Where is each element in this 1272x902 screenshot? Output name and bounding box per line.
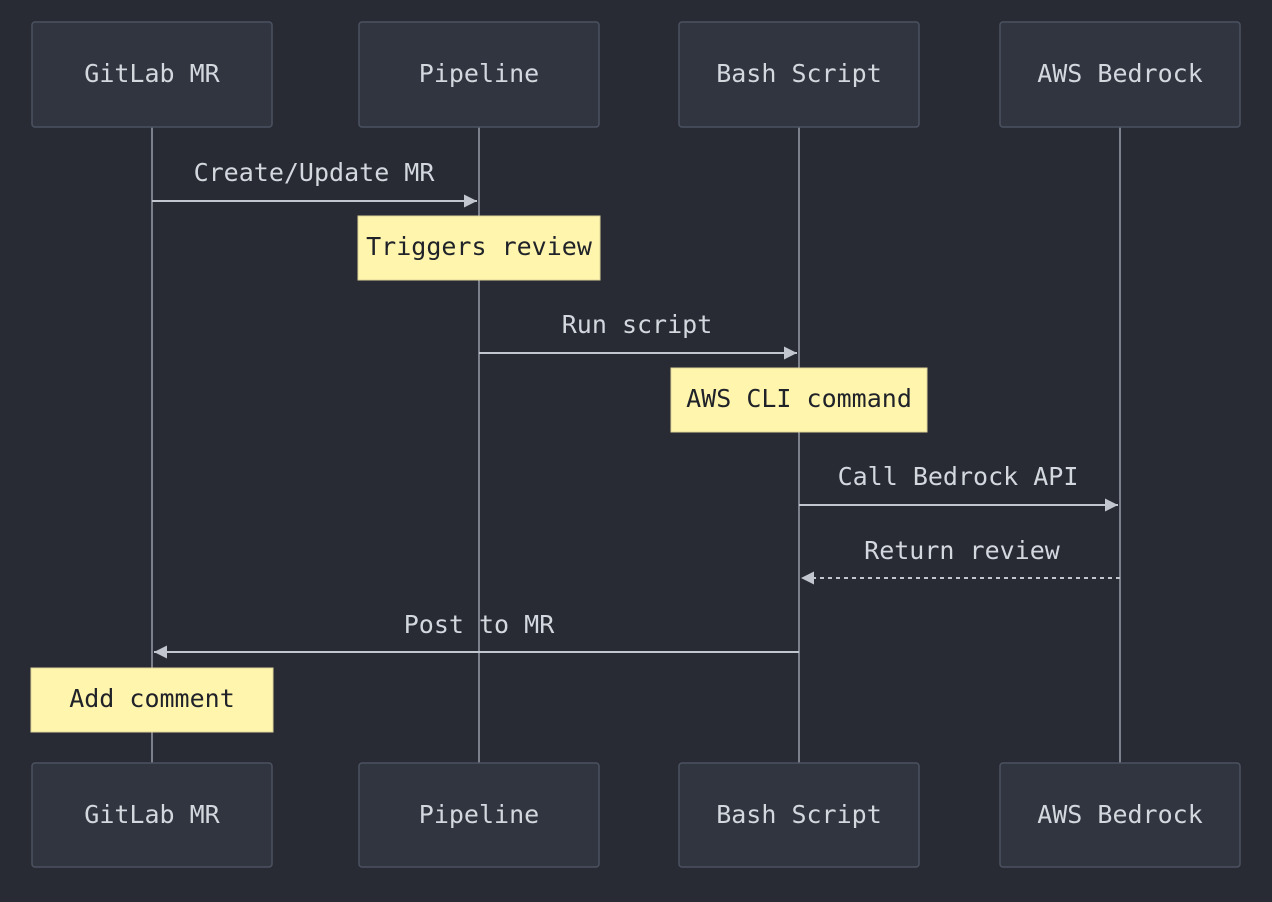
note-label: Triggers review [366,232,593,261]
message-label: Create/Update MR [194,158,436,187]
note-triggers-review: Triggers review [357,215,601,281]
actor-label: Bash Script [716,59,882,88]
actor-bedrock-top: AWS Bedrock [999,21,1241,128]
actor-label: AWS Bedrock [1037,800,1203,829]
actor-gitlab-top: GitLab MR [31,21,273,128]
note-label: AWS CLI command [686,384,912,413]
actor-bash-top: Bash Script [678,21,920,128]
actor-pipeline-bottom: Pipeline [358,762,600,868]
message-label: Run script [562,310,713,339]
actor-label: Pipeline [419,800,539,829]
actor-label: GitLab MR [84,800,220,829]
actor-pipeline-top: Pipeline [358,21,600,128]
note-label: Add comment [69,684,235,713]
actor-label: Pipeline [419,59,539,88]
actor-label: AWS Bedrock [1037,59,1203,88]
note-add-comment: Add comment [30,667,274,733]
message-label: Call Bedrock API [838,462,1079,491]
message-label: Post to MR [404,610,555,639]
actor-gitlab-bottom: GitLab MR [31,762,273,868]
note-aws-cli-command: AWS CLI command [670,367,928,433]
actor-bedrock-bottom: AWS Bedrock [999,762,1241,868]
actor-label: GitLab MR [84,59,220,88]
message-label: Return review [864,536,1061,565]
actor-bash-bottom: Bash Script [678,762,920,868]
actor-label: Bash Script [716,800,882,829]
